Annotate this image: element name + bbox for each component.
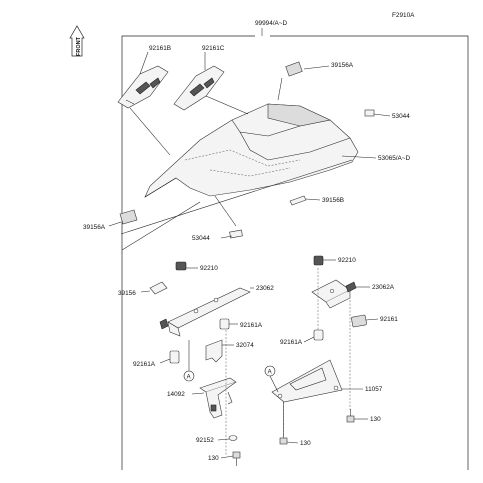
pad-39156a-top-part	[285, 61, 303, 77]
guide-line-left	[121, 201, 201, 251]
label-53044-center: 53044	[192, 235, 210, 242]
label-39156a-top: 39156A	[331, 62, 354, 69]
label-92161a-2: 92161A	[133, 361, 156, 368]
grommet-53044-right-part	[364, 109, 375, 117]
assembly-frame-left	[121, 35, 255, 470]
label-23062: 23062	[256, 285, 274, 292]
label-92161b: 92161B	[149, 45, 171, 52]
plate-11057-part	[271, 359, 343, 403]
label-39156a-left: 39156A	[83, 224, 106, 231]
assembly-label: 99994/A~D	[255, 20, 288, 27]
label-23062a: 23062A	[372, 284, 395, 291]
pad-92161a-3-part	[313, 329, 324, 341]
label-11057: 11057	[365, 386, 383, 393]
label-53044-right: 53044	[392, 113, 410, 120]
pad-39156b-part	[289, 195, 307, 206]
front-arrow-icon: FRONT	[69, 25, 85, 57]
bracket-32074-part	[205, 339, 234, 363]
label-92152: 92152	[196, 437, 214, 444]
guide-line-diagonal	[120, 159, 353, 235]
label-92210-left: 92210	[200, 265, 218, 272]
bolt-130-left-part	[232, 451, 241, 466]
pad-92161a-2-part	[169, 350, 180, 364]
label-130-bottom: 130	[300, 440, 311, 447]
label-130-left: 130	[208, 455, 219, 462]
label-92161c: 92161C	[202, 45, 225, 52]
grommet-53044-center-part	[229, 229, 243, 239]
label-53065: 53065/A~D	[378, 155, 411, 162]
assembly-frame-right	[270, 35, 469, 470]
label-92161a-1: 92161A	[240, 322, 263, 329]
front-label: FRONT	[76, 36, 82, 56]
label-130-right: 130	[370, 416, 381, 423]
label-14092: 14092	[167, 391, 185, 398]
pad-92161a-1-part	[219, 318, 230, 330]
label-92161: 92161	[380, 316, 398, 323]
label-92210-right: 92210	[338, 257, 356, 264]
svg-text:A: A	[268, 369, 272, 375]
label-39156b: 39156B	[322, 197, 344, 204]
figure-code: F2910A	[392, 12, 415, 19]
washer-92152-part	[228, 435, 238, 441]
bracket-23062a-part	[311, 279, 357, 309]
nut-92210-left-part	[175, 261, 187, 271]
seat-cowl-part	[144, 103, 359, 198]
bracket-14092-part	[199, 377, 237, 419]
label-32074: 32074	[236, 342, 254, 349]
bracket-23062-part	[159, 287, 251, 337]
bolt-130-right-part	[346, 409, 355, 423]
label-92161a-3: 92161A	[280, 339, 303, 346]
pad-92161b-part	[117, 65, 169, 109]
part-labels: 92161B 92161C 39156A 53044 53065/A~D 391…	[83, 45, 411, 462]
leaders-upper	[108, 51, 391, 239]
nut-92210-right-part	[313, 255, 324, 266]
ref-marker-a-left: A	[183, 370, 195, 382]
pad-92161-part	[351, 314, 367, 328]
svg-text:A: A	[187, 374, 191, 380]
ref-marker-a-right: A	[264, 365, 276, 377]
pad-39156-part	[149, 281, 168, 295]
label-39156: 39156	[118, 290, 136, 297]
pad-39156a-left-part	[119, 209, 138, 225]
pad-92161c-part	[173, 65, 225, 111]
